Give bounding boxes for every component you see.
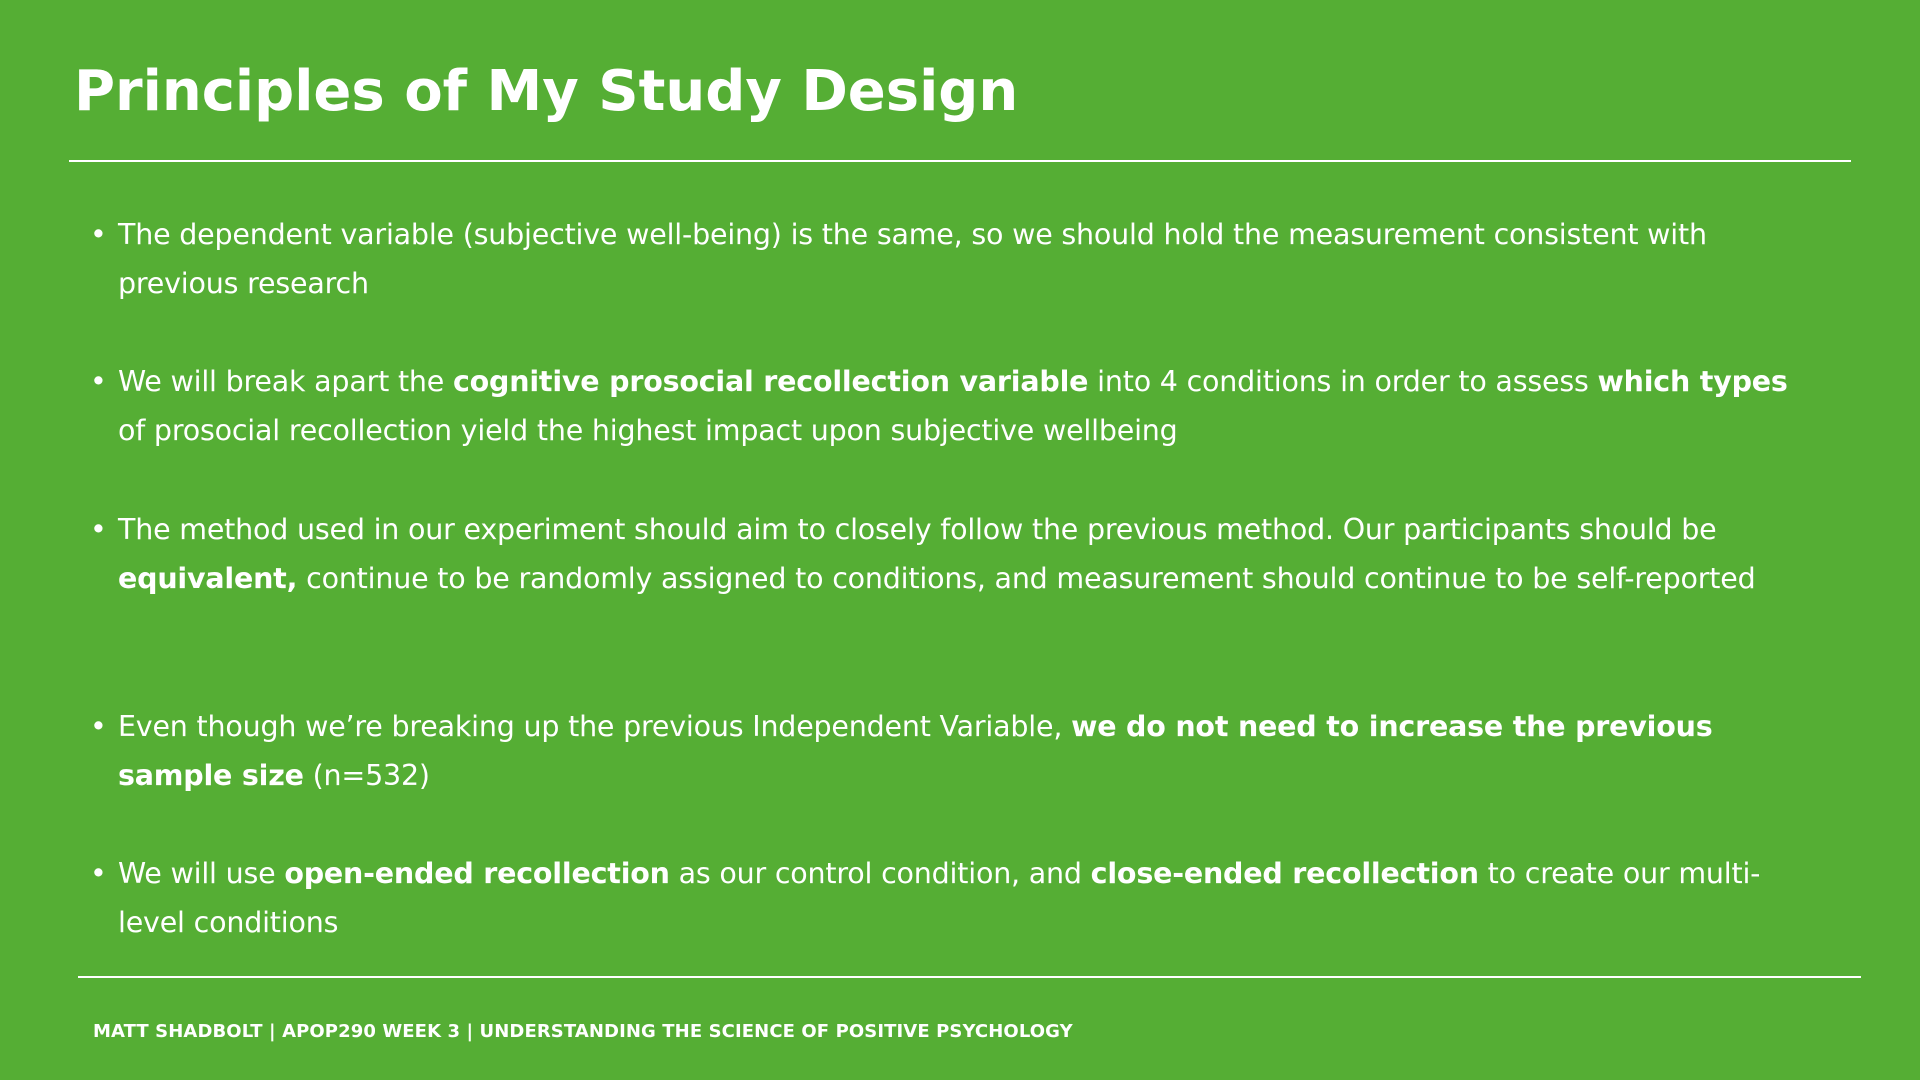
bullet-text: into 4 conditions in order to assess: [1088, 365, 1598, 398]
slide-footer: MATT SHADBOLT | APOP290 WEEK 3 | UNDERST…: [93, 1021, 1073, 1042]
bullet-text: as our control condition, and: [669, 857, 1091, 890]
bullet-item-method: • The method used in our experiment shou…: [90, 505, 1790, 603]
slide-title: Principles of My Study Design: [74, 59, 1019, 124]
bullet-marker: •: [90, 513, 107, 546]
bullet-marker: •: [90, 857, 107, 890]
bullet-item-dependent-variable: • The dependent variable (subjective wel…: [90, 210, 1790, 308]
bullet-marker: •: [90, 365, 107, 398]
bullet-text-bold: open-ended recollection: [284, 857, 670, 890]
bullet-text: Even though we’re breaking up the previo…: [118, 710, 1072, 743]
bullet-marker: •: [90, 710, 107, 743]
bullet-text: We will use: [118, 857, 285, 890]
bullet-text-bold: equivalent,: [118, 562, 298, 595]
bullet-text: continue to be randomly assigned to cond…: [297, 562, 1756, 595]
bullet-text-bold: we do not need to increase the previous …: [118, 710, 1713, 792]
bullet-marker: •: [90, 218, 107, 251]
bullet-text: We will break apart the: [118, 365, 453, 398]
bullet-text: to create our multi-level conditions: [118, 857, 1761, 939]
bullet-item-break-apart-variable: • We will break apart the cognitive pros…: [90, 357, 1790, 455]
bullet-text: The method used in our experiment should…: [118, 513, 1717, 546]
bullet-text-bold: which types: [1597, 365, 1788, 398]
bullet-text: of prosocial recollection yield the high…: [118, 414, 1178, 447]
bullet-text: (n=532): [303, 759, 430, 792]
bullet-text-bold: close-ended recollection: [1090, 857, 1479, 890]
bullet-text-bold: cognitive prosocial recollection variabl…: [452, 365, 1089, 398]
footer-divider: [78, 976, 1861, 978]
bullet-text: The dependent variable (subjective well-…: [118, 218, 1707, 300]
bullet-item-sample-size: • Even though we’re breaking up the prev…: [90, 702, 1790, 800]
bullet-item-conditions: • We will use open-ended recollection as…: [90, 849, 1790, 947]
title-divider: [69, 160, 1851, 162]
